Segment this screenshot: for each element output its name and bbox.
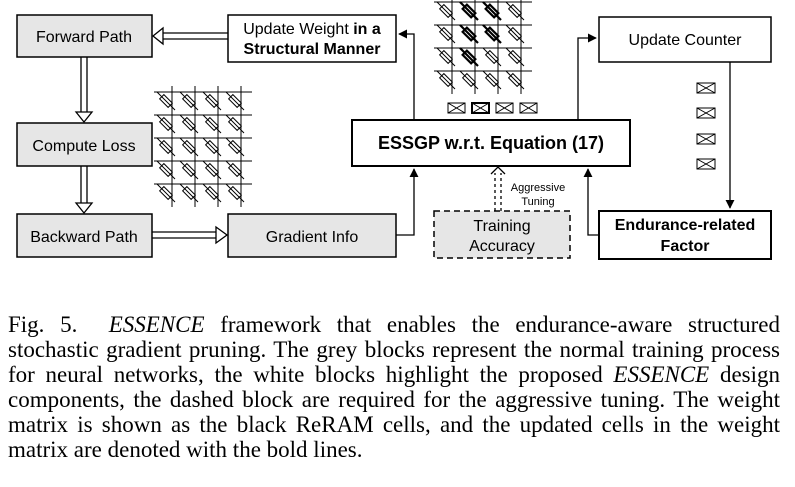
reram-cell [202, 160, 222, 180]
caption-text-1: framework that enables the endurance-awa… [8, 312, 781, 387]
backward-path-block: Backward Path [16, 213, 153, 258]
reram-cell [179, 160, 199, 180]
counter-cell [696, 107, 716, 119]
figure-caption: Fig. 5. ESSENCE framework that enables t… [8, 312, 780, 462]
reram-cell [156, 114, 176, 134]
reram-cell [225, 91, 245, 111]
reram-cell [202, 114, 222, 134]
reram-cell-updated [482, 1, 502, 21]
reram-cell-boxed [519, 102, 538, 114]
reram-cell [505, 47, 525, 67]
matrix-wires [154, 86, 252, 207]
compute-loss-label: Compute Loss [32, 138, 135, 155]
endurance-line1: Endurance-related [615, 217, 755, 234]
reram-cell [225, 137, 245, 157]
caption-name: ESSENCE [108, 312, 205, 337]
reram-cell-boxed [447, 102, 466, 114]
gradient-info-label: Gradient Info [266, 229, 359, 246]
reram-counter-cells [696, 82, 716, 170]
reram-cell [459, 70, 479, 90]
update-counter-block: Update Counter [598, 16, 772, 63]
forward-path-block: Forward Path [16, 14, 153, 58]
compute-loss-block: Compute Loss [16, 122, 153, 167]
reram-cell [436, 1, 456, 21]
reram-cell [156, 160, 176, 180]
svg-text:Update Weight in a: Update Weight in a [243, 21, 381, 38]
training-accuracy-block: Training Accuracy [433, 210, 571, 259]
reram-weight-matrix-top [434, 0, 538, 114]
reram-cell-updated [459, 24, 479, 44]
forward-path-label: Forward Path [36, 29, 132, 46]
reram-cell-updated [482, 24, 502, 44]
essence-framework-diagram: Forward Path Compute Loss Backward Path … [16, 0, 772, 260]
endurance-factor-block: Endurance-related Factor [598, 210, 772, 260]
reram-cell [202, 183, 222, 203]
reram-cell [179, 137, 199, 157]
reram-cell [505, 70, 525, 90]
reram-cell-boxed [471, 102, 490, 114]
reram-cell [225, 183, 245, 203]
update-weight-line1a: Update Weight [243, 21, 353, 38]
reram-cell [482, 47, 502, 67]
reram-cell [225, 114, 245, 134]
reram-cell [156, 137, 176, 157]
reram-cell [156, 91, 176, 111]
gradient-info-block: Gradient Info [227, 213, 397, 258]
control-arrows [396, 29, 735, 236]
reram-cell [505, 1, 525, 21]
update-counter-label: Update Counter [629, 32, 743, 49]
reram-cell [179, 91, 199, 111]
reram-cell [156, 183, 176, 203]
counter-cell [696, 133, 716, 145]
reram-cell [202, 137, 222, 157]
reram-cell [436, 24, 456, 44]
caption-text-2: design components, the dashed block are … [8, 362, 781, 462]
update-weight-line1b: in a [353, 21, 381, 38]
backward-path-label: Backward Path [30, 229, 138, 246]
counter-cell [696, 158, 716, 170]
reram-cell [482, 70, 502, 90]
reram-cell [179, 114, 199, 134]
reram-cell-boxed [495, 102, 514, 114]
reram-cell-updated [459, 47, 479, 67]
counter-cell [696, 82, 716, 94]
update-weight-block: Update Weight in a Structural Manner [227, 14, 397, 63]
aggressive-line2: Tuning [521, 196, 554, 208]
reram-cell [179, 183, 199, 203]
reram-cell [436, 70, 456, 90]
update-weight-line2: Structural Manner [244, 41, 381, 58]
training-line1: Training [473, 218, 530, 235]
reram-cell [505, 24, 525, 44]
training-line2: Accuracy [469, 238, 535, 255]
flow-arrows [74, 26, 229, 245]
reram-cell [225, 160, 245, 180]
reram-weight-matrix-left [154, 86, 252, 207]
endurance-line2: Factor [661, 238, 710, 255]
essgp-block: ESSGP w.r.t. Equation (17) [351, 119, 631, 167]
essgp-label: ESSGP w.r.t. Equation (17) [378, 133, 604, 153]
reram-cell-updated [459, 1, 479, 21]
caption-name-2: ESSENCE [613, 362, 710, 387]
caption-label: Fig. 5. [8, 312, 78, 337]
reram-cell [436, 47, 456, 67]
aggressive-line1: Aggressive [511, 182, 565, 194]
reram-cell [202, 91, 222, 111]
